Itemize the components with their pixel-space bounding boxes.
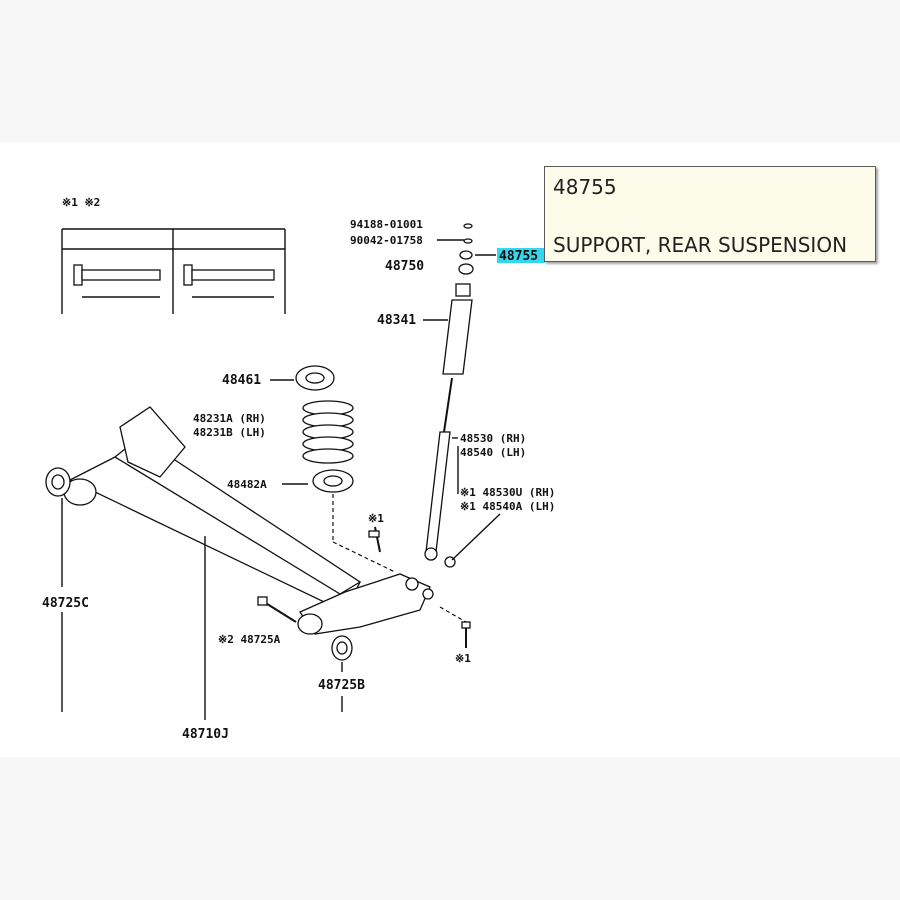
coil-spring-assembly: 48461 48231A (RH) 48231B (LH) 48482A <box>193 365 396 573</box>
bolt-reference-table: ※1 ※2 <box>61 196 286 314</box>
bolt-icon <box>368 530 380 538</box>
bumper-icon <box>455 283 471 297</box>
rear-axle-beam: 48725C 48725B 48710J <box>42 406 434 742</box>
mount-48750-icon <box>458 263 474 275</box>
bolt-head-icon <box>73 264 83 286</box>
fasteners: ※1 ※1 ※2 48725A <box>218 512 471 665</box>
tooltip-part-code: 48755 <box>553 175 617 199</box>
dust-cover-icon <box>442 299 473 375</box>
support-48755-icon <box>459 250 473 260</box>
label-94188-01001[interactable]: 94188-01001 <box>350 218 423 231</box>
label-48710J[interactable]: 48710J <box>182 727 229 742</box>
shock-body-icon <box>425 431 451 553</box>
label-48540[interactable]: 48540 (LH) <box>460 446 526 459</box>
label-90042-01758[interactable]: 90042-01758 <box>350 234 423 247</box>
bolt-shaft-icon <box>191 269 275 281</box>
label-48540A[interactable]: ※1 48540A (LH) <box>460 500 555 513</box>
bolt-shaft-icon <box>81 269 161 281</box>
label-48461[interactable]: 48461 <box>222 373 261 388</box>
top-hardware: 94188-01001 90042-01758 48755 48750 <box>350 218 545 275</box>
table-title: ※1 ※2 <box>62 196 100 209</box>
label-48530U[interactable]: ※1 48530U (RH) <box>460 486 555 499</box>
label-48725C[interactable]: 48725C <box>42 596 89 611</box>
nut-icon <box>463 223 473 229</box>
label-48725A[interactable]: ※2 48725A <box>218 633 281 646</box>
label-48725B[interactable]: 48725B <box>318 678 365 693</box>
bolt-icon <box>257 596 268 606</box>
shock-eye-icon <box>424 547 438 561</box>
part-tooltip: 48755 SUPPORT, REAR SUSPENSION <box>544 166 876 262</box>
label-48482A[interactable]: 48482A <box>227 478 267 491</box>
shock-absorber: 48341 48530 (RH) 48540 (LH) ※1 48530U (R… <box>377 283 555 568</box>
label-48231A[interactable]: 48231A (RH) <box>193 412 266 425</box>
washer-icon <box>463 238 473 244</box>
coil-spring-icon <box>302 400 354 464</box>
label-48755[interactable]: 48755 <box>499 249 538 264</box>
tooltip-part-description: SUPPORT, REAR SUSPENSION <box>553 233 848 257</box>
label-star1-bolt[interactable]: ※1 <box>368 512 384 525</box>
highlight-48755 <box>497 248 545 263</box>
suspension-diagram: ※1 ※2 94188-01001 90042-01758 48755 <box>42 196 555 742</box>
label-48530[interactable]: 48530 (RH) <box>460 432 526 445</box>
bolt-icon <box>461 621 471 629</box>
label-48341[interactable]: 48341 <box>377 313 416 328</box>
bolt-head-icon <box>183 264 193 286</box>
label-star-bottom[interactable]: ※1 <box>455 652 471 665</box>
label-48750[interactable]: 48750 <box>385 259 424 274</box>
label-48231B[interactable]: 48231B (LH) <box>193 426 266 439</box>
left-bracket-icon <box>119 406 186 478</box>
